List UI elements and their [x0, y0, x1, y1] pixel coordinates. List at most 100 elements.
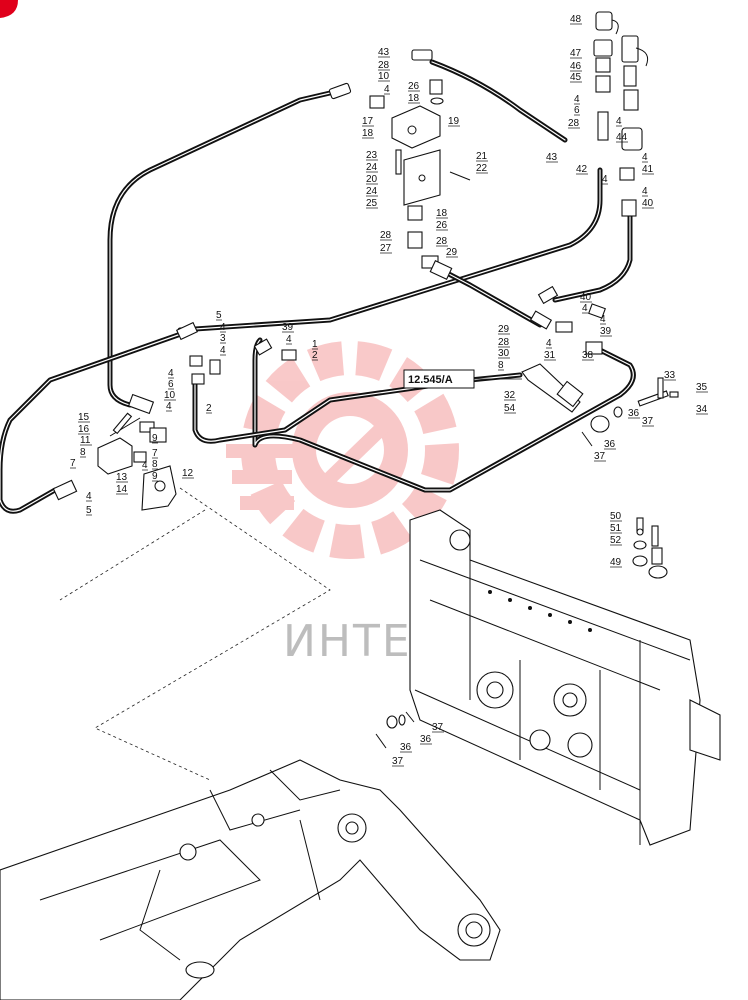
callout-11: 11 [80, 435, 91, 446]
callout-4: 4 [574, 94, 580, 105]
callout-39: 39 [282, 322, 294, 333]
fittings-left [52, 321, 297, 501]
callout-44: 44 [616, 132, 628, 143]
callout-29: 29 [446, 247, 458, 258]
callout-10: 10 [164, 390, 176, 401]
bracket-12 [141, 465, 177, 511]
callout-40: 40 [642, 198, 654, 209]
callout-23: 23 [366, 150, 378, 161]
callout-9: 9 [152, 433, 158, 444]
reference-label: 12.545/A [408, 374, 453, 386]
callout-13: 13 [116, 472, 128, 483]
callout-10: 10 [378, 71, 390, 82]
callout-8: 8 [152, 459, 158, 470]
callout-4: 4 [642, 152, 648, 163]
valve-block-19 [391, 105, 471, 280]
callout-28: 28 [498, 337, 510, 348]
callout-25: 25 [366, 198, 378, 209]
callout-19: 19 [448, 116, 460, 127]
callout-37: 37 [432, 722, 444, 733]
callout-4: 4 [616, 116, 622, 127]
callout-36: 36 [628, 408, 640, 419]
callout-8: 8 [498, 360, 504, 371]
bolt-set-49-52 [632, 517, 668, 579]
callout-3: 3 [220, 333, 226, 344]
frame-holes [488, 590, 592, 632]
callout-26: 26 [408, 81, 420, 92]
callout-4: 4 [220, 322, 226, 333]
callout-36: 36 [420, 734, 432, 745]
callout-42: 42 [576, 164, 588, 175]
callout-36: 36 [604, 439, 616, 450]
callout-12: 12 [182, 468, 194, 479]
callout-1: 1 [312, 339, 318, 350]
valve-11 [97, 412, 167, 475]
callout-18: 18 [408, 93, 420, 104]
quick-coupler-frame [409, 509, 721, 846]
link-line-upper [94, 487, 331, 781]
callout-40: 40 [580, 292, 592, 303]
callout-20: 20 [366, 174, 378, 185]
callout-2: 2 [206, 403, 212, 414]
callout-4: 4 [168, 368, 174, 379]
callout-2: 2 [312, 350, 318, 361]
callout-24: 24 [366, 186, 378, 197]
callout-24: 24 [366, 162, 378, 173]
callout-31: 31 [544, 350, 556, 361]
pin-33 [581, 377, 679, 447]
callout-33: 33 [664, 370, 676, 381]
callout-4: 4 [166, 401, 172, 412]
callout-14: 14 [116, 484, 128, 495]
callout-4: 4 [642, 186, 648, 197]
callout-5: 5 [216, 310, 222, 321]
hydraulic-hoses [0, 59, 636, 514]
callout-47: 47 [570, 48, 582, 59]
pin-washers-36-37 [375, 711, 415, 749]
callout-46: 46 [570, 61, 582, 72]
callout-17: 17 [362, 116, 374, 127]
callout-29: 29 [498, 324, 510, 335]
callout-18: 18 [436, 208, 448, 219]
callout-52: 52 [610, 535, 622, 546]
callout-4: 4 [546, 338, 552, 349]
callout-37: 37 [642, 416, 654, 427]
link-line-lower [59, 509, 206, 601]
callout-6: 6 [574, 105, 580, 116]
callout-32: 32 [504, 390, 516, 401]
callout-39: 39 [600, 326, 612, 337]
callout-43: 43 [546, 152, 558, 163]
callout-37: 37 [594, 451, 606, 462]
callout-9: 9 [152, 471, 158, 482]
callout-4: 4 [220, 345, 226, 356]
callout-4: 4 [602, 174, 608, 185]
reference-box: 12.545/A [403, 369, 522, 389]
callout-6: 6 [168, 379, 174, 390]
fitting-43-upper [328, 49, 444, 109]
callout-36: 36 [400, 742, 412, 753]
callout-21: 21 [476, 151, 488, 162]
callout-30: 30 [498, 348, 510, 359]
tee-fitting-31-38 [529, 285, 606, 355]
callout-5: 5 [86, 505, 92, 516]
callout-34: 34 [696, 404, 708, 415]
callout-37: 37 [392, 756, 404, 767]
callout-7: 7 [152, 448, 158, 459]
callout-26: 26 [436, 220, 448, 231]
callout-4: 4 [286, 334, 292, 345]
callout-28: 28 [568, 118, 580, 129]
callout-48: 48 [570, 14, 582, 25]
callout-38: 38 [582, 350, 594, 361]
callout-8: 8 [80, 447, 86, 458]
callout-28: 28 [436, 236, 448, 247]
callout-18: 18 [362, 128, 374, 139]
callout-15: 15 [78, 412, 90, 423]
fitting-stack-right [593, 11, 649, 217]
callout-4: 4 [582, 303, 588, 314]
callout-16: 16 [78, 424, 90, 435]
callout-4: 4 [142, 460, 148, 471]
corner-badge [0, 0, 18, 18]
callout-51: 51 [610, 523, 622, 534]
callout-7: 7 [70, 458, 76, 469]
